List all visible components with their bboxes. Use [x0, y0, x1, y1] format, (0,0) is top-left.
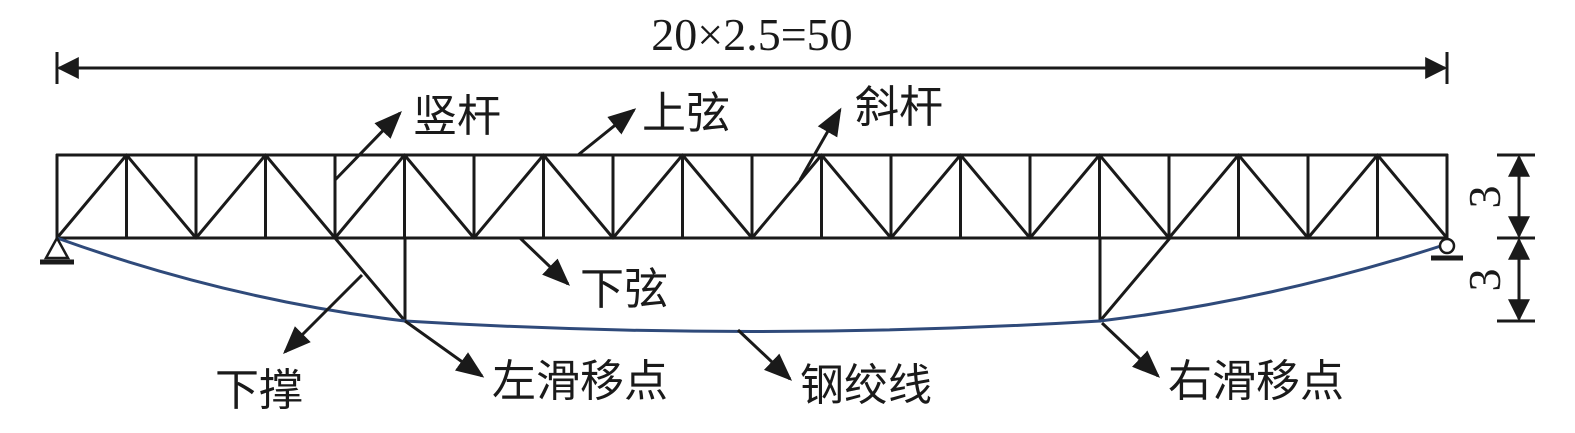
leader-diagonal-member — [798, 107, 842, 181]
height-dimension: 3 3 — [1459, 153, 1535, 323]
lower-struts — [333, 236, 1172, 323]
diagonal-member — [55, 153, 128, 240]
leader-vertical-member — [333, 110, 402, 182]
label-bottom-chord: 下弦 — [580, 264, 668, 315]
diagonal-member — [542, 153, 615, 240]
label-left-slide-point: 左滑移点 — [492, 356, 668, 407]
right-roller-support — [1431, 237, 1463, 261]
label-right-slide-point: 右滑移点 — [1168, 356, 1344, 407]
diagonal-member — [681, 153, 754, 240]
left-pin-support — [40, 235, 74, 265]
right-strut-diagonal — [1098, 236, 1172, 323]
label-steel-strand: 钢绞线 — [800, 360, 932, 411]
diagonal-member — [889, 153, 962, 240]
leader-right-slide-point — [1100, 321, 1161, 378]
label-vertical-member: 竖杆 — [413, 91, 501, 142]
diagonal-member — [1237, 153, 1310, 240]
leader-strut — [283, 273, 364, 354]
diagonal-member — [472, 153, 545, 240]
diagonal-member — [333, 153, 406, 240]
diagonal-member — [125, 153, 198, 240]
diagonal-member — [1306, 153, 1379, 240]
diagonal-member — [1098, 153, 1171, 240]
label-diagonal-member: 斜杆 — [855, 82, 943, 133]
lower-height-label: 3 — [1459, 269, 1510, 292]
span-dimension: 20×2.5=50 — [55, 9, 1449, 84]
leader-lines — [283, 107, 1161, 381]
diagonal-member — [959, 153, 1032, 240]
leader-top-chord — [577, 108, 637, 157]
leader-bottom-chord — [518, 236, 571, 286]
label-strut: 下撑 — [215, 365, 303, 416]
diagonal-member — [1376, 153, 1449, 240]
diagonal-member — [750, 153, 823, 240]
truss-members — [55, 153, 1449, 240]
member-labels: 竖杆 上弦 斜杆 下弦 下撑 左滑移点 钢绞线 右滑移点 — [215, 82, 1344, 416]
diagonal-member — [264, 153, 337, 240]
diagonal-member — [1167, 153, 1240, 240]
steel-strand-cable — [56, 236, 1448, 333]
label-top-chord: 上弦 — [642, 88, 730, 139]
span-dimension-label: 20×2.5=50 — [651, 9, 852, 60]
diagonal-member — [820, 153, 893, 240]
upper-height-label: 3 — [1459, 186, 1510, 209]
diagonal-member — [194, 153, 267, 240]
diagonal-member — [403, 153, 476, 240]
left-strut-diagonal — [333, 236, 407, 323]
leader-left-slide-point — [404, 319, 485, 378]
diagonal-member — [1028, 153, 1101, 240]
diagonal-member — [611, 153, 684, 240]
leader-steel-strand — [736, 328, 793, 381]
